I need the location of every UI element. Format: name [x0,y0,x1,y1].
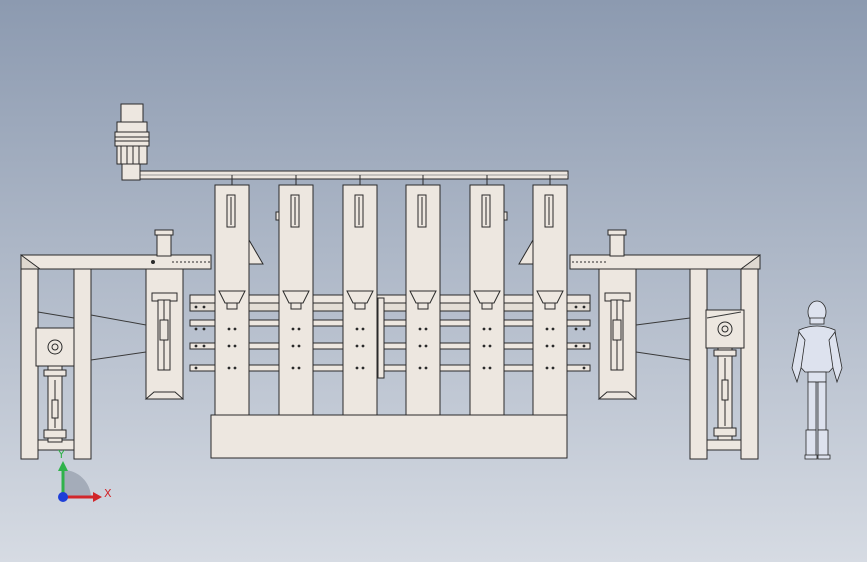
column-bolt [418,366,422,370]
hopper-funnel [218,290,246,304]
column-bolt [424,327,428,331]
column-bolt [424,366,428,370]
left-frame-outer-post [20,268,39,460]
right-frame-top-beam [569,254,761,270]
cables [37,311,742,361]
motor-cap [120,103,144,123]
column-bolt [551,327,555,331]
column-bolt [482,344,486,348]
right-frame-inner-post [689,268,708,460]
column-bolt [488,327,492,331]
column-bolt [233,344,237,348]
column-bolt [291,366,295,370]
right-carriage-module[interactable] [597,229,638,400]
hopper-funnel [346,290,374,304]
x-axis-arrow [93,492,102,502]
hopper-funnel [282,290,310,304]
y-axis-arrow [58,461,68,471]
hopper-funnel [409,290,437,304]
human-scale-figure-icon [791,300,843,460]
column-bolt [545,327,549,331]
column-bolt [355,327,359,331]
column-bolt [482,327,486,331]
column-gusset [248,238,264,265]
hopper-columns [214,175,568,416]
left-gantry-frame[interactable] [20,254,212,460]
left-frame-inner-post [73,268,92,460]
column-bolt [551,366,555,370]
column-bolt [488,366,492,370]
triad-quadrant [63,470,91,497]
left-top-cylinder [156,231,172,257]
column-bolt [233,327,237,331]
column-bolt [424,344,428,348]
horizontal-rails [189,294,591,372]
hopper-outlet [290,302,302,310]
column-bolt [551,344,555,348]
column-bolt [418,327,422,331]
right-frame-outer-post [740,268,759,460]
column-bolt [545,344,549,348]
y-axis-label: Y [57,448,65,461]
column-bolt [297,366,301,370]
right-gantry-frame[interactable] [569,254,761,460]
column-bolt [545,366,549,370]
column-bolt [227,344,231,348]
left-frame-top-beam [20,254,212,270]
column-bolt [361,366,365,370]
hopper-outlet [481,302,493,310]
column-bolt [482,366,486,370]
column-bolt [418,344,422,348]
column-bolt [488,344,492,348]
column-bolt [227,327,231,331]
column-bracket [503,211,508,221]
column-gusset [518,238,534,265]
hopper-outlet [417,302,429,310]
left-carriage-module[interactable] [144,229,185,400]
z-axis-dot [58,492,68,502]
hopper-outlet [544,302,556,310]
machine-base[interactable] [210,414,568,459]
column-bolt [361,344,365,348]
center-guide-rod [377,297,385,379]
column-bolt [291,344,295,348]
column-bolt [227,366,231,370]
column-bolt [361,327,365,331]
gear-motor-icon [114,131,150,147]
column-bolt [291,327,295,331]
column-bolt [297,327,301,331]
hopper-funnel [536,290,564,304]
column-bracket [275,211,280,221]
right-top-cylinder [609,231,625,257]
column-bolt [355,366,359,370]
x-axis-label: X [104,487,112,500]
hopper-outlet [354,302,366,310]
column-bolt [355,344,359,348]
hopper-funnel [473,290,501,304]
column-bolt [233,366,237,370]
hopper-outlet [226,302,238,310]
rail-bolts [194,305,586,370]
top-drive-assembly[interactable] [114,103,569,181]
coordinate-triad-icon: X Y [57,448,112,502]
column-bolt [297,344,301,348]
